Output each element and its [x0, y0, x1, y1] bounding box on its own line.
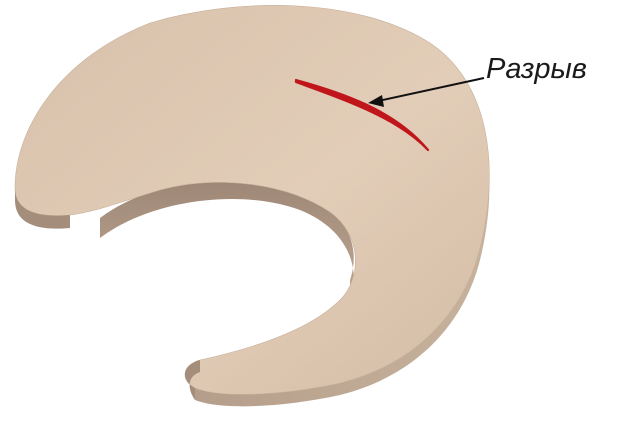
tear-label: Разрыв — [486, 55, 587, 84]
